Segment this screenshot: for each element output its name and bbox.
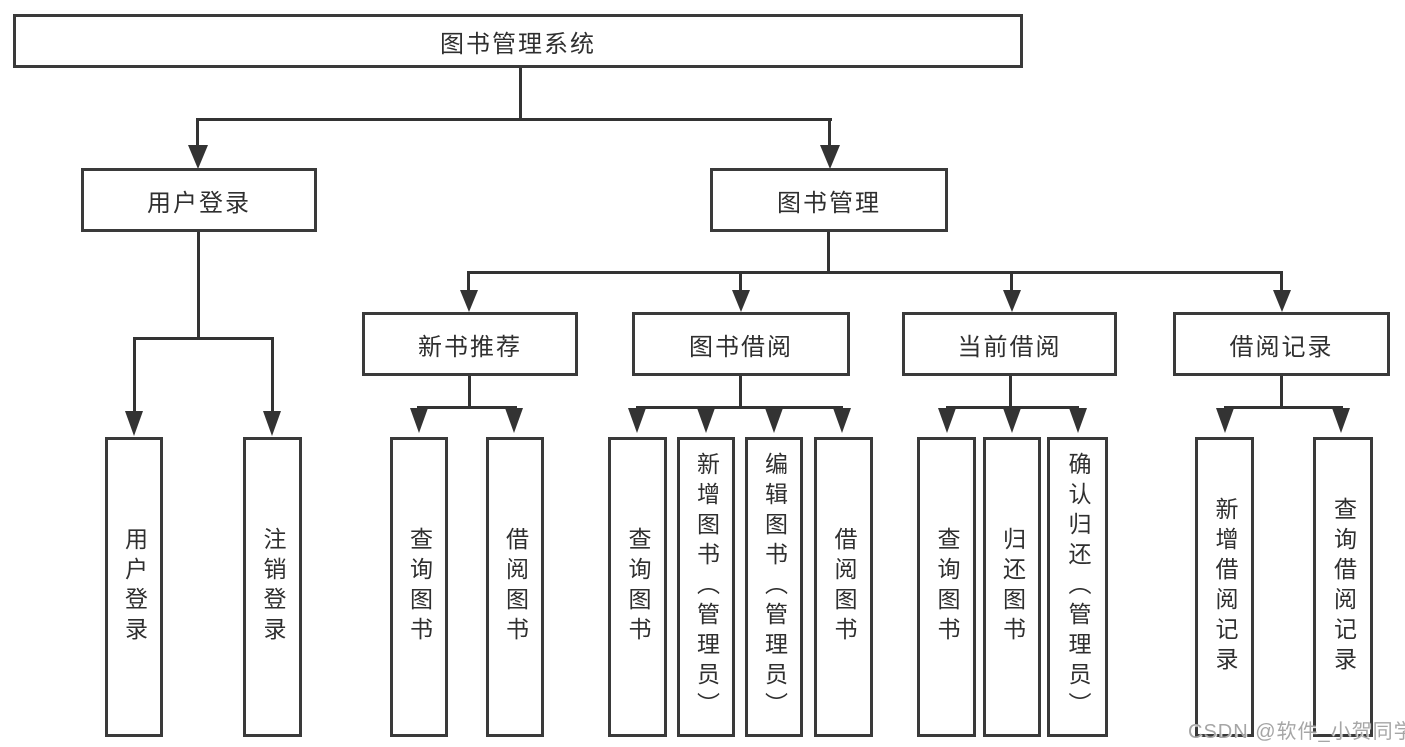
leaf-br-add-record: 新增借阅记录: [1195, 437, 1254, 737]
leaf-bb-edit-book-admin: 编辑图书（管理员）: [745, 437, 803, 737]
connector-arrow: [1003, 290, 1021, 312]
leaf-nb-borrow-book: 借阅图书: [486, 437, 544, 737]
node-user-login-label: 用户登录: [147, 189, 251, 217]
leaf-nb-query-book: 查询图书: [390, 437, 448, 737]
node-root-label: 图书管理系统: [440, 30, 596, 58]
node-new-book-recommend-label: 新书推荐: [418, 333, 522, 361]
leaf-user-login-label: 用户登录: [121, 527, 148, 647]
connector-arrow: [820, 145, 840, 169]
connector-line: [1010, 271, 1013, 292]
leaf-cb-confirm-return-admin-label: 确认归还（管理员）: [1065, 452, 1091, 722]
leaf-bb-query-book: 查询图书: [608, 437, 667, 737]
connector-line: [133, 337, 136, 412]
node-borrow-record-label: 借阅记录: [1229, 333, 1334, 361]
leaf-cb-confirm-return-admin: 确认归还（管理员）: [1047, 437, 1108, 737]
connector-arrow: [732, 290, 750, 312]
leaf-bb-add-book-admin: 新增图书（管理员）: [677, 437, 735, 737]
connector-line: [271, 337, 274, 412]
leaf-br-query-record-label: 查询借阅记录: [1330, 497, 1357, 677]
node-user-login: 用户登录: [81, 168, 317, 232]
connector-arrow: [1069, 408, 1087, 433]
node-new-book-recommend: 新书推荐: [362, 312, 578, 376]
connector-line: [467, 271, 470, 292]
connector-arrow: [765, 408, 783, 433]
connector-line: [467, 271, 1283, 274]
leaf-bb-borrow-book: 借阅图书: [814, 437, 873, 737]
connector-line: [827, 232, 830, 274]
connector-line: [519, 68, 522, 121]
leaf-nb-query-book-label: 查询图书: [406, 527, 433, 647]
connector-line: [946, 406, 1079, 409]
leaf-user-login: 用户登录: [105, 437, 163, 737]
connector-arrow: [1332, 408, 1350, 433]
connector-line: [1224, 406, 1343, 409]
leaf-logout-label: 注销登录: [260, 527, 286, 647]
connector-line: [1009, 376, 1012, 409]
connector-line: [1280, 376, 1283, 409]
connector-line: [468, 376, 471, 409]
node-current-borrow: 当前借阅: [902, 312, 1117, 376]
node-book-management-label: 图书管理: [777, 189, 881, 217]
connector-line: [828, 118, 831, 147]
node-book-borrow-label: 图书借阅: [689, 333, 793, 361]
connector-arrow: [1273, 290, 1291, 312]
node-book-management: 图书管理: [710, 168, 948, 232]
connector-line: [197, 232, 200, 340]
connector-line: [739, 271, 742, 292]
leaf-bb-query-book-label: 查询图书: [625, 527, 651, 647]
connector-arrow: [188, 145, 208, 169]
leaf-cb-query-book-label: 查询图书: [934, 527, 960, 647]
connector-line: [133, 337, 274, 340]
connector-line: [196, 118, 199, 147]
node-current-borrow-label: 当前借阅: [957, 333, 1062, 361]
connector-arrow: [697, 408, 715, 433]
node-root: 图书管理系统: [13, 14, 1023, 68]
connector-line: [196, 118, 832, 121]
connector-arrow: [1003, 408, 1021, 433]
leaf-bb-edit-book-admin-label: 编辑图书（管理员）: [761, 452, 788, 722]
connector-arrow: [1216, 408, 1234, 433]
connector-arrow: [833, 408, 851, 433]
leaf-logout: 注销登录: [243, 437, 302, 737]
connector-arrow: [460, 290, 478, 312]
csdn-watermark: CSDN @软件_小贺同学: [1188, 721, 1405, 743]
leaf-br-query-record: 查询借阅记录: [1313, 437, 1373, 737]
leaf-cb-return-book-label: 归还图书: [999, 527, 1026, 647]
leaf-br-add-record-label: 新增借阅记录: [1212, 497, 1238, 677]
connector-arrow: [938, 408, 956, 433]
connector-line: [417, 406, 517, 409]
leaf-bb-borrow-book-label: 借阅图书: [831, 527, 857, 647]
connector-line: [1280, 271, 1283, 292]
connector-arrow: [410, 408, 428, 433]
leaf-cb-query-book: 查询图书: [917, 437, 976, 737]
node-borrow-record: 借阅记录: [1173, 312, 1390, 376]
leaf-cb-return-book: 归还图书: [983, 437, 1041, 737]
connector-arrow: [505, 408, 523, 433]
node-book-borrow: 图书借阅: [632, 312, 850, 376]
connector-arrow: [628, 408, 646, 433]
connector-arrow: [125, 411, 143, 436]
connector-line: [739, 376, 742, 409]
leaf-bb-add-book-admin-label: 新增图书（管理员）: [693, 452, 720, 722]
connector-line: [636, 406, 843, 409]
connector-arrow: [263, 411, 281, 436]
leaf-nb-borrow-book-label: 借阅图书: [502, 527, 529, 647]
